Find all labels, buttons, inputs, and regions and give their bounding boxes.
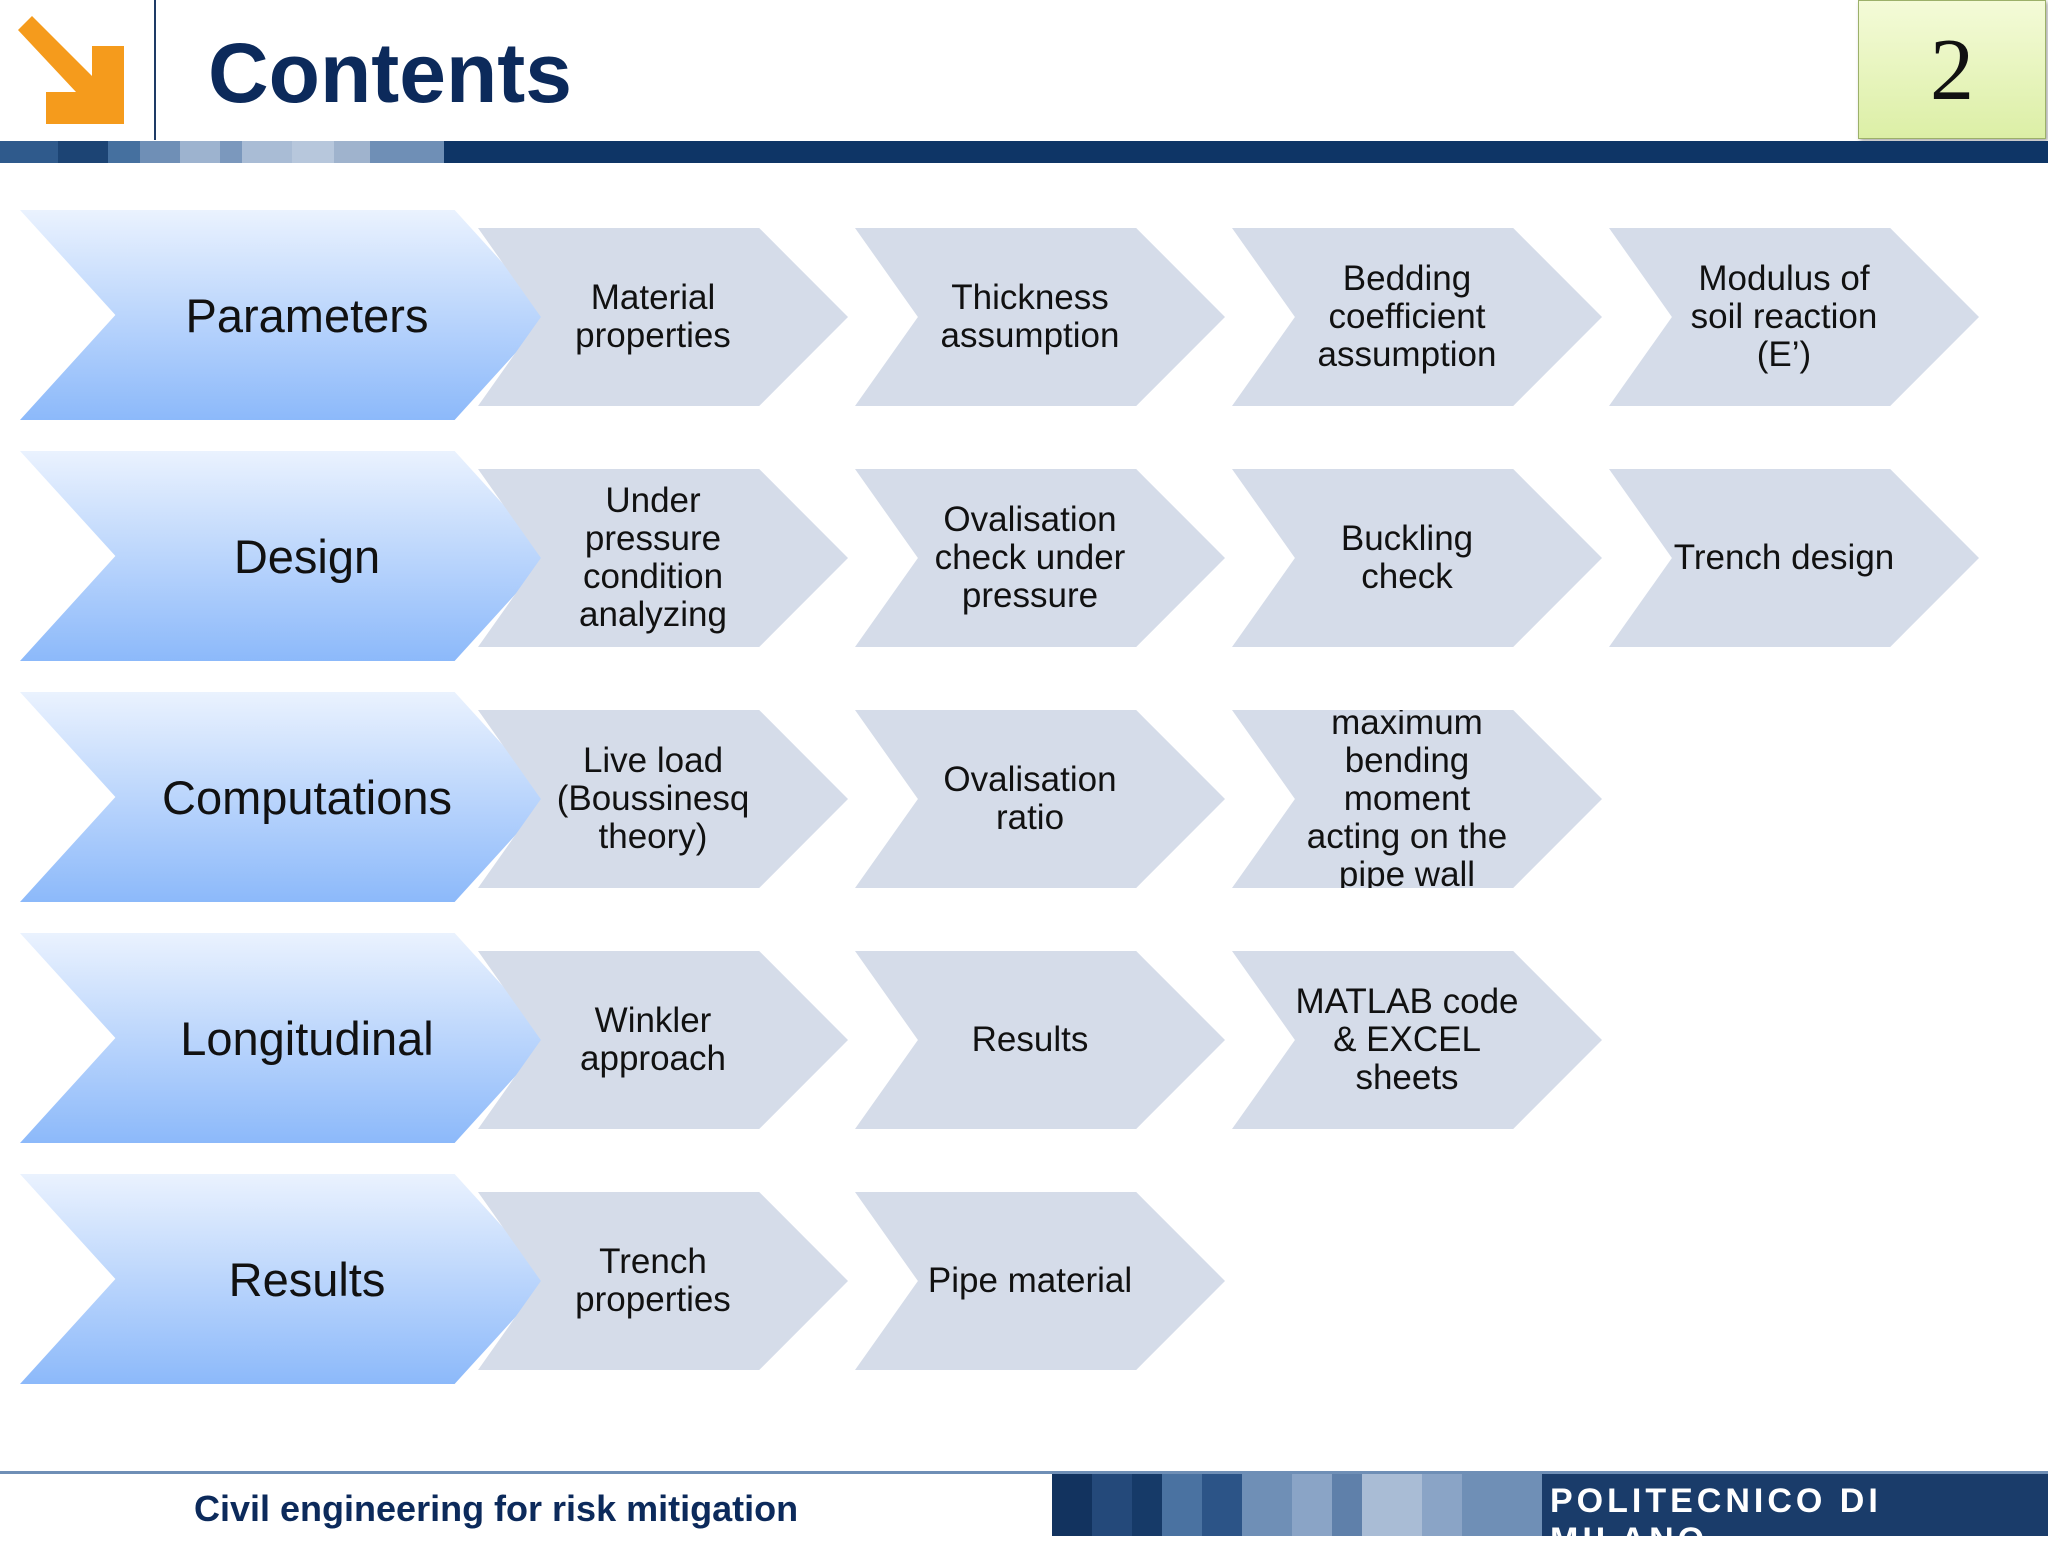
sub-chevron: Pipe material [855,1192,1225,1370]
footer-divider [0,1471,2048,1474]
main-chevron: Longitudinal [20,933,550,1143]
row-computations: Computations Live load (Boussinesq theor… [0,682,2048,902]
main-chevron: Parameters [20,210,550,420]
row-longitudinal: Longitudinal Winkler approach Results MA… [0,923,2048,1143]
sub-chevron: Modulus of soil reaction (E’) [1609,228,1979,406]
sub-chevron: Trench design [1609,469,1979,647]
sub-chevron: Ovalisation check under pressure [855,469,1225,647]
sub-chevron: MATLAB code & EXCEL sheets [1232,951,1602,1129]
header-stripe [0,141,2048,163]
contents-diagram: Parameters Material properties Thickness… [0,200,2048,1400]
footer-course-title: Civil engineering for risk mitigation [194,1488,799,1529]
row-results: Results Trench properties Pipe material [0,1164,2048,1384]
sub-chevron: Ovalisation ratio [855,710,1225,888]
footer-stripe [1052,1474,2048,1536]
page-number-badge: 2 [1858,0,2046,139]
row-parameters: Parameters Material properties Thickness… [0,200,2048,420]
sub-chevron: Thickness assumption [855,228,1225,406]
sub-chevron: Results [855,951,1225,1129]
sub-chevron: Buckling check [1232,469,1602,647]
institution-wordmark: POLITECNICO DI MILANO [1550,1482,1882,1559]
row-design: Design Under pressure condition analyzin… [0,441,2048,661]
page-title: Contents [208,26,572,120]
sub-chevron: maximum bending moment acting on the pip… [1232,710,1602,888]
sub-chevron: Bedding coefficient assumption [1232,228,1602,406]
polimi-arrow-logo-icon [18,16,124,124]
sub-chevron: Under pressure condition analyzing [478,469,848,647]
main-chevron: Computations [20,692,550,902]
main-chevron: Design [20,451,550,661]
header-divider [154,0,156,140]
main-chevron: Results [20,1174,550,1384]
